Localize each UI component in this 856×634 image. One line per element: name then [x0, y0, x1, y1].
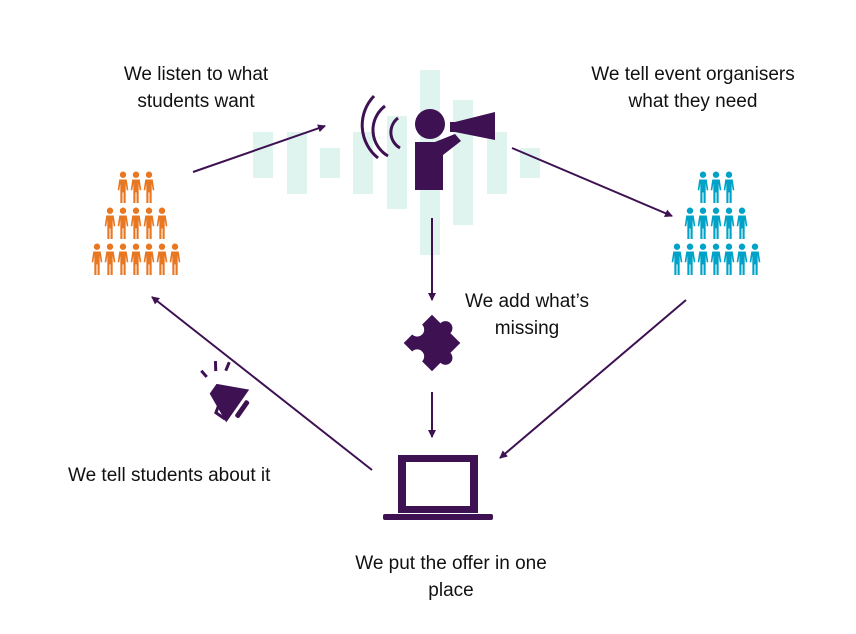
- organisers-group-icon: [671, 171, 761, 275]
- person-icon: [723, 207, 735, 239]
- person-icon: [130, 207, 142, 239]
- person-icon: [736, 207, 748, 239]
- person-icon: [723, 243, 735, 275]
- arrow-listen-to-organisers: [511, 147, 673, 217]
- person-icon: [130, 243, 142, 275]
- arrow-offer-to-students: [151, 296, 373, 471]
- wave-bar: [287, 132, 307, 194]
- person-icon: [697, 171, 709, 203]
- person-icon: [143, 171, 155, 203]
- person-icon: [710, 171, 722, 203]
- person-icon: [156, 207, 168, 239]
- person-icon: [130, 171, 142, 203]
- person-icon: [91, 243, 103, 275]
- wave-bar: [487, 132, 507, 194]
- person-icon: [710, 243, 722, 275]
- person-icon: [117, 243, 129, 275]
- step-tell-students-label: We tell students about it: [68, 465, 271, 486]
- person-icon: [156, 243, 168, 275]
- megaphone-icon: [200, 361, 250, 423]
- person-icon: [671, 243, 683, 275]
- arrow-students-to-listen: [192, 124, 326, 173]
- laptop-icon: [383, 455, 493, 520]
- person-icon: [117, 207, 129, 239]
- students-group-icon: [91, 171, 181, 275]
- person-icon: [710, 207, 722, 239]
- sound-wave-bars: [253, 70, 540, 255]
- puzzle-piece-icon: [403, 314, 461, 372]
- person-icon: [684, 243, 696, 275]
- person-icon: [723, 171, 735, 203]
- wave-bar: [253, 132, 273, 178]
- person-icon: [104, 207, 116, 239]
- speaker-with-megaphone-icon: [360, 94, 495, 190]
- person-icon: [749, 243, 761, 275]
- wave-bar: [320, 148, 340, 178]
- person-icon: [697, 207, 709, 239]
- person-icon: [697, 243, 709, 275]
- person-icon: [736, 243, 748, 275]
- person-icon: [104, 243, 116, 275]
- person-icon: [143, 243, 155, 275]
- person-icon: [684, 207, 696, 239]
- person-icon: [117, 171, 129, 203]
- arrow-organisers-to-offer: [499, 299, 687, 459]
- wave-bar: [520, 148, 540, 178]
- person-icon: [143, 207, 155, 239]
- person-icon: [169, 243, 181, 275]
- wave-bar: [353, 132, 373, 194]
